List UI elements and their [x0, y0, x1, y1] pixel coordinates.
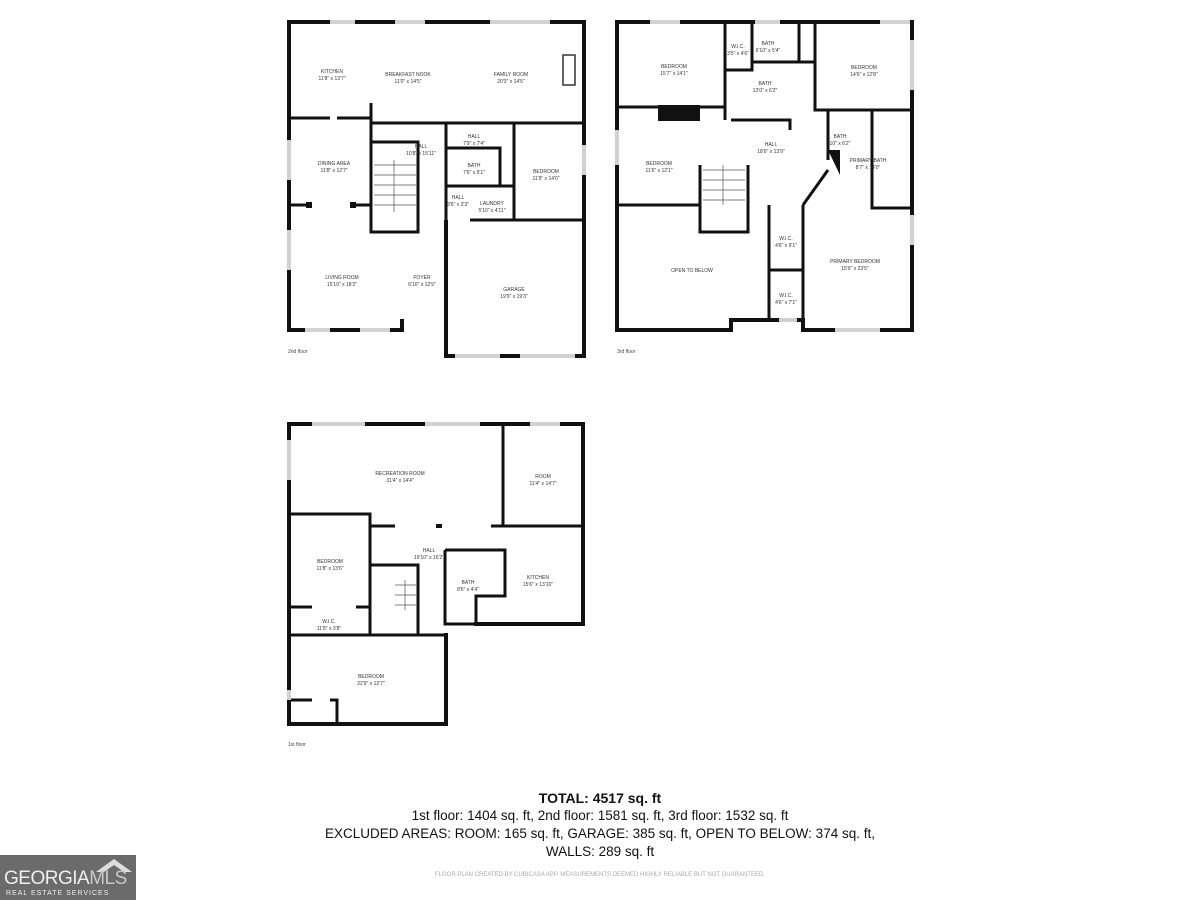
room-size: 15'7" x 14'1": [660, 71, 688, 77]
georgia-mls-logo: GEORGIAMLS REAL ESTATE SERVICES: [0, 855, 136, 900]
room-name: BATH: [834, 134, 847, 140]
room-name: BATH: [462, 580, 475, 586]
room-name: KITCHEN: [321, 69, 343, 75]
floor-label: 3rd floor: [617, 349, 636, 355]
room-size: 11'8" x 13'6": [316, 566, 343, 572]
room-size: 11'8" x 13'7": [318, 76, 345, 82]
room-size: 3'5" x 4'6": [727, 51, 749, 57]
room-size: 15'10" x 18'2": [327, 282, 357, 288]
room-name: BEDROOM: [851, 65, 877, 71]
room-name: FOYER: [413, 275, 431, 281]
floor-areas: 1st floor: 1404 sq. ft, 2nd floor: 1581 …: [411, 808, 789, 823]
disclaimer: FLOOR PLAN CREATED BY CUBICASA APP. MEAS…: [435, 872, 765, 878]
room-name: BEDROOM: [533, 169, 559, 175]
room-size: 31'4" x 14'4": [386, 478, 414, 484]
room-size: 8'7" x 14'0": [856, 165, 881, 171]
floor-label: 1st floor: [288, 742, 306, 748]
room-size: 20'3" x 14'5": [497, 79, 525, 85]
logo-mls: MLS: [89, 868, 127, 889]
room-size: 7'6" x 5'1": [463, 170, 485, 176]
room-size: 22'9" x 12'7": [357, 681, 385, 687]
room-name: OPEN TO BELOW: [671, 268, 713, 274]
room-name: LIVING ROOM: [325, 275, 358, 281]
room-name: HALL: [468, 134, 481, 140]
room-size: 7'9" x 7'4": [463, 141, 485, 147]
roof-icon: [96, 859, 132, 872]
room-size: 11'0" x 14'5": [394, 79, 421, 85]
room-name: RECREATION ROOM: [375, 471, 424, 477]
logo-tagline: REAL ESTATE SERVICES: [6, 890, 110, 897]
room-size: 10" x 6'2": [830, 141, 851, 147]
floor-3rd-plan: [615, 20, 914, 332]
room-name: BEDROOM: [661, 64, 687, 70]
room-size: 8'6" x 4'4": [457, 587, 479, 593]
room-name: GARAGE: [503, 287, 525, 293]
floor-2nd-plan: [287, 20, 586, 358]
room-size: 4'6" x 7'1": [775, 300, 797, 306]
room-size: 11'4" x 14'7": [529, 481, 556, 487]
room-name: BATH: [468, 163, 481, 169]
room-name: BEDROOM: [358, 674, 384, 680]
room-name: HALL: [452, 195, 465, 201]
room-name: LAUNDRY: [480, 201, 504, 207]
room-size: 11'8" x 12'7": [320, 168, 347, 174]
room-name: PRIMARY BEDROOM: [830, 259, 880, 265]
room-name: KITCHEN: [527, 575, 549, 581]
room-size: 6'10" x 12'9": [408, 282, 436, 288]
total-area: TOTAL: 4517 sq. ft: [538, 790, 662, 806]
room-name: BATH: [759, 81, 772, 87]
room-name: BATH: [762, 41, 775, 47]
room-size: 19'9" x 19'3": [500, 294, 528, 300]
floor-1st-plan: [287, 422, 585, 726]
room-size: 6'10" x 5'4": [756, 48, 781, 54]
room-name: HALL: [415, 144, 428, 150]
room-name: BEDROOM: [317, 559, 343, 565]
floor-label: 2nd floor: [288, 349, 308, 355]
logo-georgia: GEORGIA: [4, 868, 90, 889]
room-name: BREAKFAST NOOK: [385, 72, 431, 78]
room-name: W.I.C.: [322, 619, 336, 625]
room-name: W.I.C.: [779, 293, 793, 299]
room-size: 14'6" x 12'8": [850, 72, 878, 78]
room-name: W.I.C.: [731, 44, 745, 50]
room-size: 11'9" x 14'0": [532, 176, 559, 182]
room-size: 11'6" x 12'1": [645, 168, 672, 174]
room-name: HALL: [765, 142, 778, 148]
room-size: 4'6" x 9'1": [775, 243, 797, 249]
fireplace-icon: [562, 54, 576, 86]
excluded-areas: EXCLUDED AREAS: ROOM: 165 sq. ft, GARAGE…: [325, 826, 875, 841]
room-size: 15'6" x 13'10": [523, 582, 553, 588]
room-size: 19'10" x 16'2": [414, 555, 444, 561]
room-name: W.I.C.: [779, 236, 793, 242]
room-name: DINING AREA: [318, 161, 351, 167]
room-size: 12'0" x 6'2": [753, 88, 778, 94]
room-size: 5'10" x 4'11": [478, 208, 505, 214]
room-size: 3'6" x 3'3": [447, 202, 469, 208]
room-name: ROOM: [535, 474, 551, 480]
room-name: BEDROOM: [646, 161, 672, 167]
room-size: 18'9" x 13'9": [757, 149, 785, 155]
room-size: 10'8" x 15'11": [406, 151, 436, 157]
room-size: 11'8" x 3'8": [317, 626, 341, 632]
room-name: FAMILY ROOM: [494, 72, 528, 78]
room-name: PRIMARY BATH: [850, 158, 887, 164]
room-size: 15'9" x 23'5": [841, 266, 869, 272]
walls-area: WALLS: 289 sq. ft: [545, 844, 655, 859]
room-name: HALL: [423, 548, 436, 554]
